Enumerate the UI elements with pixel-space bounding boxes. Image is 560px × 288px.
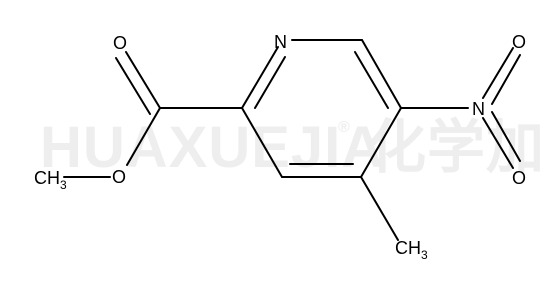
bond-c2-n — [241, 46, 279, 109]
atom-o-ester: O — [112, 167, 126, 187]
bond-no-top-a — [482, 47, 514, 99]
watermark: HUAXUEJIA ® 化学加 — [40, 115, 545, 180]
bond-c4-ch3 — [360, 176, 399, 241]
watermark-registered: ® — [338, 119, 351, 136]
watermark-text: HUAXUEJIA — [40, 115, 384, 180]
atom-n-nitro: N — [472, 99, 485, 119]
bond-no-top-b — [491, 54, 521, 105]
bond-no-bottom-b — [491, 111, 521, 162]
atom-n-ring: N — [274, 32, 287, 52]
bonds — [63, 39, 521, 241]
bond-c-o-ester — [126, 107, 161, 166]
atom-o-nitro-top: O — [512, 32, 526, 52]
atom-o-carbonyl: O — [113, 33, 127, 53]
bond-c5-c4 — [360, 107, 402, 178]
atom-labels: N O O CH3 N O O CH3 — [34, 32, 526, 262]
bond-c6-c5-inner — [354, 51, 389, 109]
atom-ch3-ester: CH3 — [34, 168, 67, 192]
bond-c6-c5 — [361, 39, 402, 109]
atom-o-nitro-bottom: O — [512, 168, 526, 188]
bond-c-o-double-a — [125, 51, 161, 109]
atom-ch3-ring: CH3 — [395, 238, 428, 262]
bond-no-bottom-a — [482, 117, 514, 169]
watermark-chinese: 化学加 — [368, 115, 545, 180]
bond-c-o-double-b — [115, 57, 151, 115]
bond-c3-c2 — [241, 107, 283, 178]
bond-c2-n-inner — [254, 56, 286, 109]
